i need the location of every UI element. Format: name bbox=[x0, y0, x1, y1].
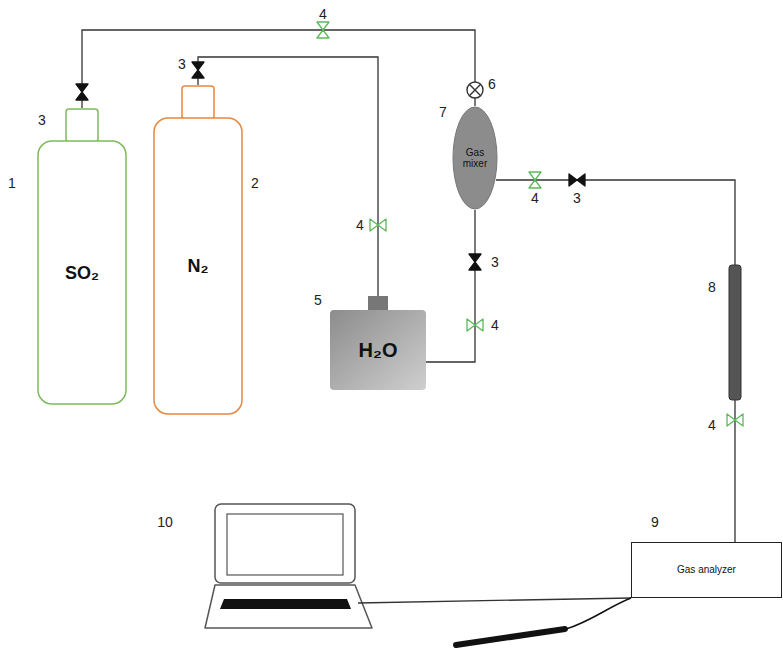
callout-number: 4 bbox=[491, 318, 499, 332]
text-area: Gas mixer bbox=[452, 106, 498, 210]
callout-number: 4 bbox=[356, 218, 364, 232]
laptop-screen-frame bbox=[215, 504, 355, 583]
callout-number: 2 bbox=[251, 176, 259, 190]
gas-line bbox=[496, 180, 735, 542]
component-label: Gas mixer bbox=[454, 147, 496, 170]
valve-group bbox=[76, 22, 743, 426]
text-area: SO₂ bbox=[37, 141, 127, 405]
cylinder-valve-cap bbox=[66, 109, 98, 142]
cylinder-valve-cap bbox=[182, 86, 214, 119]
needle-valve bbox=[317, 22, 329, 38]
regulator-cross bbox=[469, 84, 480, 95]
cylinder-body bbox=[38, 141, 126, 404]
callout-number: 4 bbox=[708, 418, 716, 432]
callout-number: 8 bbox=[708, 280, 716, 294]
callout-number: 3 bbox=[38, 113, 46, 127]
gas-line bbox=[426, 210, 475, 362]
text-area: Gas analyzer bbox=[631, 542, 782, 598]
callout-number: 4 bbox=[531, 191, 539, 205]
needle-valve bbox=[467, 319, 483, 331]
text-area: H₂O bbox=[330, 310, 426, 390]
regulator-circle bbox=[467, 82, 483, 98]
needle-valve bbox=[529, 172, 541, 188]
needle-valve bbox=[727, 414, 743, 426]
shutoff-valve bbox=[76, 84, 88, 100]
gas-probe bbox=[456, 629, 565, 645]
water-saturator: H₂O bbox=[330, 296, 426, 390]
node-outline bbox=[37, 108, 127, 405]
chemical-label: N₂ bbox=[188, 256, 209, 277]
bottle-neck bbox=[368, 296, 388, 311]
callout-number: 5 bbox=[314, 293, 322, 307]
pressure-regulator bbox=[467, 82, 483, 98]
laptop-keyboard bbox=[220, 599, 351, 609]
callout-number: 6 bbox=[488, 77, 496, 91]
laptop bbox=[205, 504, 372, 628]
shutoff-valve bbox=[192, 62, 204, 78]
callout-number: 3 bbox=[178, 57, 186, 71]
laptop-base bbox=[205, 585, 372, 628]
shutoff-valve bbox=[569, 174, 585, 186]
probe-cable bbox=[566, 598, 631, 629]
data-cable bbox=[358, 598, 631, 603]
analyzer-box bbox=[632, 543, 782, 598]
callout-number: 7 bbox=[439, 105, 447, 119]
mixer-ellipse bbox=[453, 107, 497, 209]
node-outline bbox=[153, 85, 243, 415]
gas-line bbox=[82, 30, 475, 108]
callout-number: 1 bbox=[8, 176, 16, 190]
laptop-screen bbox=[227, 514, 343, 575]
shutoff-valve bbox=[469, 254, 481, 270]
cylinder-body bbox=[154, 118, 242, 414]
chemical-label: SO₂ bbox=[65, 263, 99, 284]
gas-mixer: Gas mixer bbox=[452, 106, 498, 210]
needle-valve bbox=[370, 219, 386, 231]
gas-cylinder: SO₂ bbox=[37, 108, 127, 405]
chemical-label: H₂O bbox=[359, 339, 398, 362]
callout-number: 3 bbox=[491, 255, 499, 269]
text-area: N₂ bbox=[153, 118, 243, 415]
reactor-tube bbox=[729, 265, 741, 400]
bottle-body bbox=[330, 310, 426, 390]
callout-number: 10 bbox=[157, 515, 173, 529]
gas-analyzer: Gas analyzer bbox=[631, 542, 782, 598]
callout-number: 9 bbox=[651, 515, 659, 529]
component-label: Gas analyzer bbox=[677, 564, 736, 576]
callout-number: 4 bbox=[319, 7, 327, 21]
callout-number: 3 bbox=[573, 191, 581, 205]
gas-cylinder: N₂ bbox=[153, 85, 243, 415]
